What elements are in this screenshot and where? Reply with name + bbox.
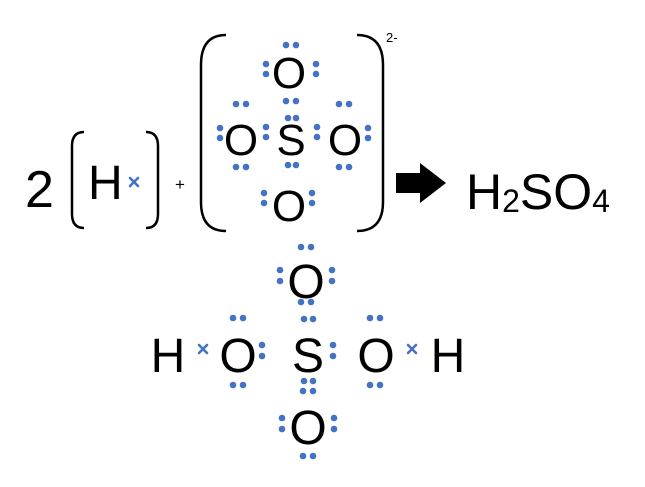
electron-dot	[262, 123, 270, 131]
electron-dot	[260, 199, 268, 207]
electron-dot	[262, 60, 270, 68]
electron-dot	[328, 266, 336, 274]
electron-dot	[312, 60, 320, 68]
electron-dot	[309, 377, 317, 385]
electron-dot	[300, 315, 308, 323]
electron-dot	[239, 381, 247, 389]
electron-dot	[329, 352, 337, 360]
electron-dot	[307, 243, 315, 251]
electron-cross-icon	[197, 343, 209, 355]
electron-dot	[299, 387, 307, 395]
acid-hydrogen-right: H	[431, 330, 466, 383]
electron-dot	[278, 414, 286, 422]
left-bracket-h	[70, 130, 85, 230]
electron-dot	[313, 133, 321, 141]
electron-dot	[300, 377, 308, 385]
electron-dot	[262, 70, 270, 78]
electron-dot	[276, 266, 284, 274]
electron-dot	[329, 341, 337, 349]
electron-dot	[284, 114, 292, 122]
electron-dot	[239, 314, 247, 322]
sulfate-oxygen-right: O	[328, 116, 362, 165]
electron-dot	[309, 387, 317, 395]
electron-dot	[376, 314, 384, 322]
electron-dot	[376, 381, 384, 389]
product-subscript-4: 4	[592, 183, 610, 219]
left-bracket-sulfate	[199, 33, 227, 233]
electron-dot	[258, 341, 266, 349]
electron-dot	[309, 452, 317, 460]
acid-hydrogen-left: H	[151, 330, 186, 383]
electron-dot	[242, 163, 250, 171]
plus-sign: +	[175, 175, 185, 194]
electron-dot	[282, 41, 290, 49]
acid-sulfur: S	[292, 330, 324, 383]
acid-oxygen-top: O	[287, 256, 324, 309]
sulfate-oxygen-top: O	[272, 49, 306, 98]
electron-dot	[278, 425, 286, 433]
electron-dot	[229, 314, 237, 322]
electron-dot	[309, 315, 317, 323]
electron-dot	[232, 100, 240, 108]
electron-dot	[335, 100, 343, 108]
electron-dot	[364, 134, 372, 142]
reaction-arrow-icon	[396, 163, 446, 203]
hydrogen-atom: H	[88, 157, 123, 210]
electron-dot	[364, 124, 372, 132]
acid-oxygen-bottom: O	[289, 402, 326, 455]
electron-markers	[128, 41, 418, 460]
acid-oxygen-right: O	[357, 330, 394, 383]
electron-dot	[258, 352, 266, 360]
electron-dot	[312, 70, 320, 78]
right-bracket-sulfate	[356, 33, 385, 233]
electron-dot	[297, 243, 305, 251]
product-so: SO	[520, 164, 592, 220]
sulfate-oxygen-bottom: O	[272, 182, 306, 231]
electron-dot	[292, 41, 300, 49]
electron-dot	[282, 97, 290, 105]
electron-dot	[284, 161, 292, 169]
electron-dot	[242, 100, 250, 108]
sulfate-sulfur: S	[276, 116, 305, 165]
electron-dot	[229, 381, 237, 389]
electron-dot	[216, 124, 224, 132]
electron-dot	[232, 163, 240, 171]
acid-oxygen-left: O	[219, 330, 256, 383]
electron-dot	[276, 277, 284, 285]
sulfate-oxygen-left: O	[224, 116, 258, 165]
electron-dot	[330, 425, 338, 433]
electron-dot	[328, 277, 336, 285]
ion-charge: 2-	[386, 30, 398, 45]
electron-dot	[308, 199, 316, 207]
electron-dot	[366, 314, 374, 322]
electron-dot	[292, 161, 300, 169]
electron-dot	[262, 133, 270, 141]
product-subscript-2: 2	[502, 183, 520, 219]
electron-dot	[330, 414, 338, 422]
electron-dot	[335, 163, 343, 171]
electron-dot	[292, 97, 300, 105]
electron-dot	[216, 134, 224, 142]
electron-dot	[308, 189, 316, 197]
coefficient-2: 2	[25, 161, 54, 219]
right-bracket-h	[145, 130, 160, 230]
electron-dot	[299, 452, 307, 460]
product-h: H	[466, 164, 502, 220]
electron-dot	[313, 123, 321, 131]
electron-dot	[297, 298, 305, 306]
electron-dot	[292, 114, 300, 122]
product-formula: H2SO4	[466, 164, 610, 220]
electron-dot	[260, 189, 268, 197]
electron-dot	[366, 381, 374, 389]
electron-cross-icon	[128, 176, 140, 188]
electron-dot	[345, 163, 353, 171]
electron-dot	[345, 100, 353, 108]
electron-dot	[307, 298, 315, 306]
electron-cross-icon	[406, 343, 418, 355]
